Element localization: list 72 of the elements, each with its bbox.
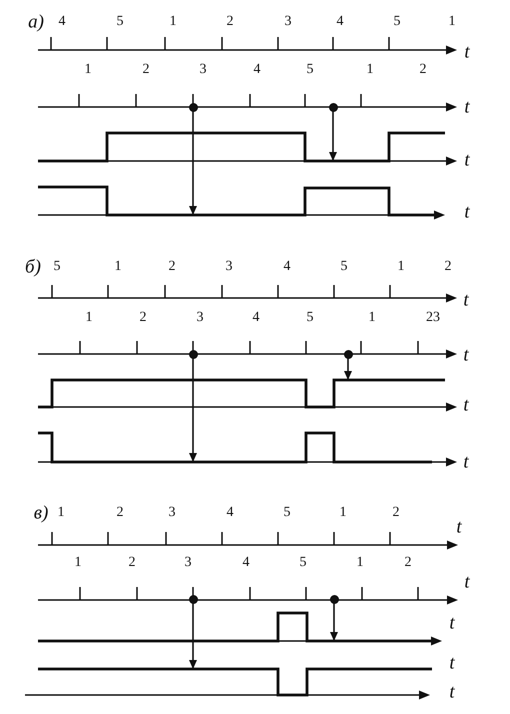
sampling-arrow: [329, 112, 337, 161]
sampling-arrow: [330, 604, 338, 641]
sample-dot: [188, 350, 198, 358]
sampling-arrow: [189, 604, 197, 669]
phase-number: 2: [420, 63, 426, 77]
sample-dot: [330, 594, 338, 604]
phase-number: 2: [168, 260, 176, 274]
phase-number: 3: [196, 311, 204, 325]
phase-number: 2: [226, 15, 234, 29]
phase-number: 1: [340, 506, 346, 520]
phase-number: 3: [184, 556, 192, 570]
phase-number: 3: [200, 63, 206, 77]
phase-number: 1: [84, 63, 92, 77]
phase-number: 2: [444, 260, 452, 274]
phase-number: 1: [448, 15, 456, 29]
phase-number: 2: [140, 311, 146, 325]
phase-number: 3: [226, 260, 232, 274]
phase-number: 5: [284, 506, 290, 520]
phase-number: 1: [114, 260, 122, 274]
phase-number: 3: [284, 15, 292, 29]
phase-number: 1: [74, 556, 82, 570]
axis-label: t: [449, 654, 455, 672]
phase-number: 5: [300, 556, 306, 570]
axis-label: t: [464, 572, 470, 592]
phase-number: 1: [86, 311, 92, 325]
sample-dot: [188, 594, 198, 604]
phase-number: 5: [116, 15, 124, 29]
phase-number: 1: [366, 63, 374, 77]
phase-number: 5: [394, 15, 400, 29]
phase-number: 1: [58, 506, 64, 520]
phase-number: 5: [306, 311, 314, 325]
axis-label: t: [463, 290, 469, 310]
phase-number: 1: [356, 556, 364, 570]
phase-number: 4: [254, 63, 260, 77]
axis-label: t: [449, 682, 455, 702]
panel-label: а): [28, 12, 44, 32]
phase-number: 3: [168, 506, 176, 520]
sample-dot: [344, 350, 352, 358]
phase-number: 4: [226, 506, 234, 520]
axis-label: t: [464, 202, 470, 222]
phase-number: 1: [368, 311, 376, 325]
sampling-arrow: [189, 358, 197, 462]
phase-number: 4: [336, 15, 344, 29]
phase-number: 4: [58, 15, 66, 29]
axis-label: t: [464, 42, 470, 62]
axis-label: t: [463, 396, 469, 414]
axis-label: t: [456, 518, 462, 536]
sampling-arrow: [189, 112, 197, 215]
phase-number: 2: [128, 556, 136, 570]
axis-label: t: [463, 452, 469, 472]
phase-number: 2: [392, 506, 400, 520]
phase-number: 2: [116, 506, 124, 520]
phase-number: 2: [404, 556, 412, 570]
phase-number: 1: [398, 260, 404, 274]
sampling-arrow: [344, 358, 352, 380]
phase-number: 4: [252, 311, 260, 325]
phase-number: 5: [340, 260, 348, 274]
axis-label: t: [464, 98, 470, 116]
axis-label: t: [463, 346, 469, 364]
phase-number: 4: [242, 556, 250, 570]
sample-dot: [188, 102, 198, 112]
phase-number: 23: [426, 311, 440, 325]
axis-label: t: [464, 150, 470, 170]
panel-label: б): [25, 258, 41, 276]
sample-dot: [328, 102, 338, 112]
phase-number: 4: [284, 260, 290, 274]
phase-number: 5: [54, 260, 60, 274]
axis-label: t: [449, 614, 455, 632]
panel-label: в): [34, 504, 48, 522]
phase-number: 2: [142, 63, 150, 77]
phase-number: 5: [306, 63, 314, 77]
phase-number: 1: [170, 15, 176, 29]
